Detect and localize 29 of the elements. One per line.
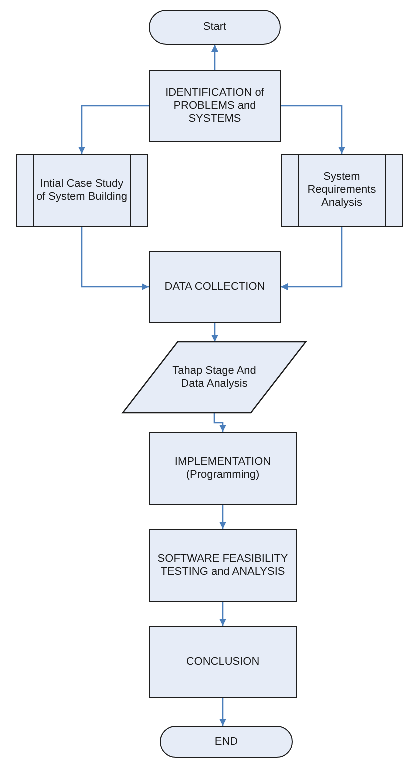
process-label: System Requirements Analysis [306, 171, 378, 210]
arrow [212, 45, 218, 70]
arrow [281, 105, 346, 154]
arrow [212, 323, 218, 342]
process-label: IMPLEMENTATION (Programming) [174, 456, 272, 482]
predefined-process-box [16, 154, 148, 227]
process-label: CONCLUSION [186, 656, 260, 668]
process-box [149, 626, 297, 698]
arrow [78, 105, 149, 154]
process-box [149, 432, 297, 505]
arrow [220, 505, 226, 529]
start-label: Start [203, 21, 227, 34]
terminal-shape [160, 726, 293, 758]
arrow [281, 227, 343, 290]
terminal-shape [149, 10, 281, 45]
process-box [149, 251, 281, 323]
data-label: Tahap Stage And Data Analysis [172, 364, 258, 390]
arrow [214, 413, 226, 432]
arrow [81, 227, 149, 290]
process-label: SOFTWARE FEASIBILITY TESTING and ANALYSIS [156, 552, 290, 578]
process-label: IDENTIFICATION of PROBLEMS and SYSTEMS [164, 86, 266, 126]
arrow [220, 698, 226, 726]
arrow [220, 602, 226, 626]
process-box [149, 70, 281, 142]
process-label: Intial Case Study of System Building [35, 178, 129, 204]
process-label: DATA COLLECTION [164, 280, 266, 294]
process-box [149, 529, 297, 602]
end-label: END [214, 736, 238, 748]
predefined-process-box [281, 154, 403, 227]
